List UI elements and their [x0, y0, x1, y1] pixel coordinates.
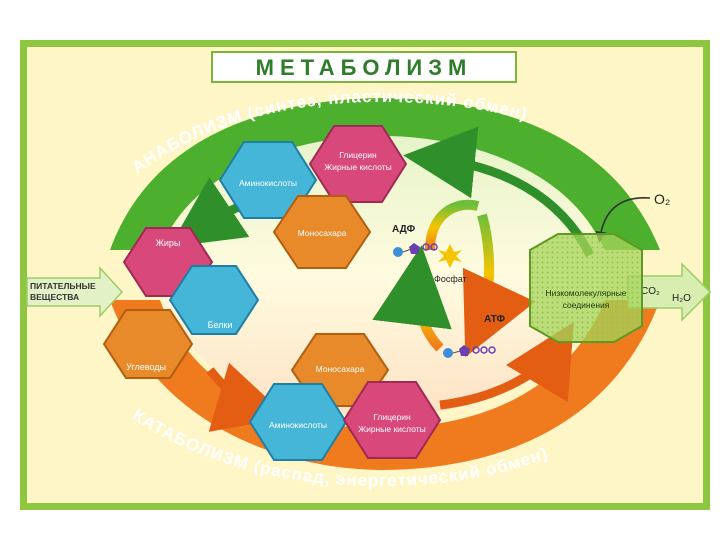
hex-catabolic-mono-label: Моносахара: [316, 364, 365, 374]
hex-fats-label: Жиры: [156, 238, 181, 248]
catabolism-arrow-right: [439, 321, 574, 410]
energy-arrow-left: [372, 245, 452, 352]
hex-catabolic-glycerol: [342, 381, 442, 459]
input-arrow: [26, 266, 124, 318]
input-label-line1: ПИТАТЕЛЬНЫЕ: [30, 281, 96, 291]
hex-anabolic-amino-label: Аминокислоты: [239, 178, 297, 188]
anabolism-band: [110, 98, 660, 250]
hex-proteins-label: Белки: [208, 320, 233, 330]
hex-proteins: [168, 265, 260, 335]
adp-molecule: [393, 243, 438, 257]
output-h2o: H₂O: [672, 293, 691, 304]
hex-catabolic-glycerol-line1: Глицерин: [373, 412, 411, 422]
adp-label: АДФ: [392, 224, 416, 235]
hex-carbs: [102, 309, 194, 379]
atp-molecule: [443, 345, 496, 358]
center-compound-line1: Низкомолекулярные: [545, 288, 626, 298]
hex-anabolic-mono: [272, 195, 372, 269]
phosphate-burst: [438, 244, 462, 268]
hex-anabolic-mono-label: Моносахара: [298, 228, 347, 238]
oxygen-arrow: [595, 197, 651, 243]
hex-catabolic-glycerol-line2: Жирные кислоты: [358, 424, 426, 434]
hex-catabolic-amino-label: Аминокислоты: [269, 420, 327, 430]
hex-anabolic-amino: [218, 141, 318, 219]
energy-arrow-right: [462, 213, 536, 358]
title: МЕТАБОЛИЗМ: [256, 55, 473, 80]
hex-carbs-label: Углеводы: [126, 362, 166, 372]
oxygen-label: O₂: [654, 191, 670, 207]
phosphate-label: Фосфат: [434, 274, 467, 284]
output-co2: CO₂: [641, 286, 660, 297]
atp-label: АТФ: [484, 314, 505, 325]
energy-arrow-top: [425, 199, 480, 251]
hex-anabolic-glycerol-line2: Жирные кислоты: [324, 162, 392, 172]
title-banner: [211, 51, 517, 83]
center-compound-line2: соединения: [563, 300, 610, 310]
catabolism-arrow-left: [206, 362, 288, 432]
hex-anabolic-glycerol-line1: Глицерин: [339, 150, 377, 160]
input-label-line2: ВЕЩЕСТВА: [30, 292, 79, 302]
center-compound-hex: [529, 233, 643, 343]
